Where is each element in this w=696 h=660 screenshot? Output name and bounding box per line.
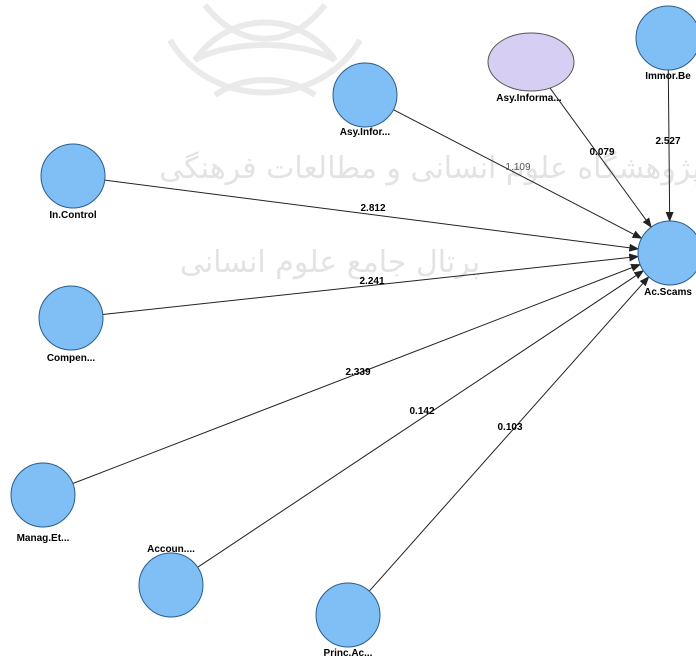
edge-label-immor-be: 2.527 bbox=[655, 136, 680, 147]
watermark-text-line1: پژوهشگاه علوم انسانی و مطالعات فرهنگی bbox=[159, 151, 696, 186]
edge-label-asy-informa: 0.079 bbox=[589, 147, 614, 158]
edge-asy-infor-to-ac-scams[interactable] bbox=[393, 109, 643, 239]
edge-manag-et-to-ac-scams[interactable] bbox=[72, 264, 642, 484]
node-in-control[interactable] bbox=[40, 143, 106, 209]
node-ac-scams[interactable] bbox=[637, 220, 696, 286]
edge-label-compen: 2.241 bbox=[359, 276, 384, 287]
node-accoun[interactable] bbox=[138, 552, 204, 618]
node-asy-informa[interactable] bbox=[487, 32, 575, 92]
watermark-logo bbox=[167, 3, 363, 98]
edges-layer: 1.109 0.079 2.527 2.812 2.241 2.339 0.142 0.103 bbox=[72, 69, 681, 592]
node-princ-ac[interactable] bbox=[315, 582, 381, 648]
node-label-accoun: Accoun.... bbox=[147, 544, 195, 555]
edge-label-accoun: 0.142 bbox=[409, 406, 434, 417]
edge-label-manag-et: 2.339 bbox=[345, 367, 370, 378]
node-asy-infor[interactable] bbox=[332, 62, 398, 128]
edge-accoun-to-ac-scams[interactable] bbox=[197, 270, 645, 568]
edge-princ-ac-to-ac-scams[interactable] bbox=[368, 276, 650, 592]
edge-compen-to-ac-scams[interactable] bbox=[102, 253, 640, 315]
watermark-text-line2: پرتال جامع علوم انسانی bbox=[180, 245, 480, 280]
node-label-asy-infor: Asy.Infor... bbox=[340, 127, 391, 138]
node-label-manag-et: Manag.Et... bbox=[17, 533, 70, 544]
node-label-immor-be: Immor.Be bbox=[645, 71, 691, 82]
edge-immor-be-to-ac-scams[interactable] bbox=[665, 69, 674, 222]
edge-label-princ-ac: 0.103 bbox=[497, 422, 522, 433]
node-compen[interactable] bbox=[38, 285, 104, 351]
node-label-compen: Compen... bbox=[47, 353, 96, 364]
node-label-princ-ac: Princ.Ac... bbox=[324, 648, 373, 659]
nodes-layer: Asy.Infor... Asy.Informa... Immor.BeIn.Con… bbox=[10, 5, 696, 659]
edge-label-in-control: 2.812 bbox=[360, 203, 385, 214]
node-manag-et[interactable] bbox=[10, 462, 76, 528]
edge-in-control-to-ac-scams[interactable] bbox=[104, 179, 640, 252]
node-immor-be[interactable] bbox=[635, 5, 696, 71]
edge-label-asy-infor: 1.109 bbox=[505, 162, 530, 173]
node-label-asy-informa: Asy.Informa... bbox=[496, 93, 562, 104]
node-label-in-control: In.Control bbox=[49, 210, 96, 221]
edge-asy-informa-to-ac-scams[interactable] bbox=[547, 85, 652, 228]
node-label-ac-scams: Ac.Scams bbox=[644, 287, 692, 298]
